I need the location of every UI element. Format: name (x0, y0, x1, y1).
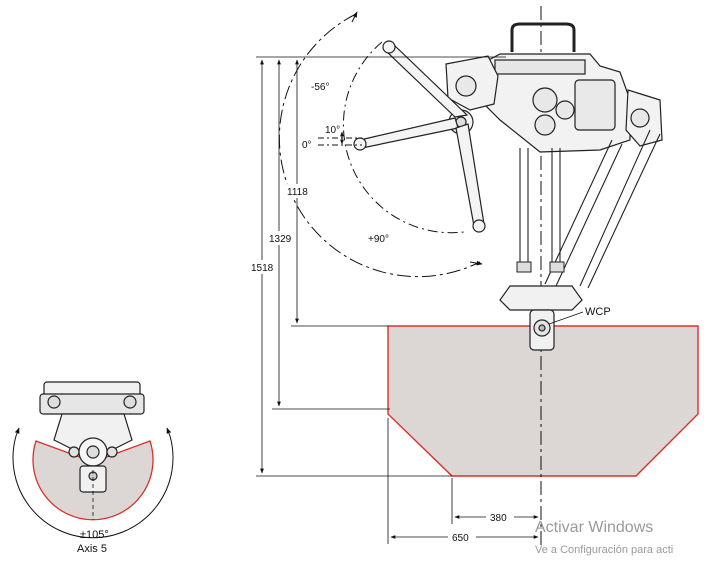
dim-380: 380 (490, 513, 507, 524)
wcp-leader (548, 311, 584, 325)
end-effector (499, 285, 583, 351)
wcp-label: WCP (585, 306, 611, 318)
rod-joint-left (516, 261, 532, 273)
dim-650: 650 (452, 533, 469, 544)
axis5-label: Axis 5 (77, 543, 107, 555)
arc-arrow-top (351, 11, 358, 23)
axis5-outer-arc (12, 435, 174, 539)
dim-1329: 1329 (269, 234, 292, 245)
angle-10: 10° (325, 125, 340, 136)
angle-0: 0° (302, 140, 312, 151)
dim-1118: 1118 (287, 187, 308, 198)
width-extension-lines (387, 418, 453, 544)
arc-arrow-bottom (469, 260, 483, 266)
angle-pos90: +90° (368, 234, 389, 245)
delta-robot-illustration (445, 22, 663, 153)
working-envelope (387, 325, 699, 477)
angle-neg56: -56° (311, 82, 329, 93)
dim-1518: 1518 (251, 263, 274, 274)
parallel-rods (519, 129, 661, 289)
rod-joint-right (549, 261, 565, 273)
arm-sweep-arc-outer (278, 13, 481, 278)
axis5-robot-illustration (39, 381, 145, 493)
watermark-subtitle: Ve a Configuración para acti (535, 544, 673, 556)
arm-positions (353, 40, 486, 233)
watermark-title: Activar Windows (535, 519, 653, 536)
arm-sweep-arc-inner (342, 41, 465, 234)
axis5-range: ±105° (80, 529, 109, 541)
height-extension-lines (256, 56, 506, 477)
axis5-view: ±105° Axis 5 (12, 381, 174, 555)
